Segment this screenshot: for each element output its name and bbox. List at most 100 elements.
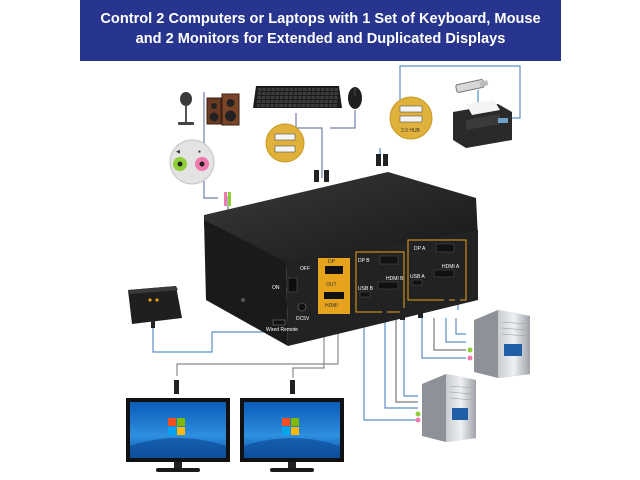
remote-cable — [152, 324, 273, 353]
printer-icon — [453, 100, 512, 148]
keyboard-key — [257, 92, 262, 95]
usb-a-label: USB A — [410, 274, 425, 280]
keyboard-cable — [295, 113, 323, 178]
power-on-label: ON — [272, 285, 280, 291]
monitor-icon — [126, 380, 230, 472]
keyboard-key — [288, 100, 293, 103]
keyboard-key — [315, 100, 320, 103]
keyboard-key — [310, 104, 315, 107]
usb-flash-drive-icon — [455, 79, 489, 93]
dp-b-label: DP B — [358, 258, 370, 264]
pc-tower-icon — [467, 310, 530, 378]
keyboard-key — [302, 96, 306, 99]
monitor1-cable — [176, 330, 339, 376]
keyboard-key — [316, 92, 320, 95]
keyboard-key — [303, 88, 307, 91]
keyboard-key — [312, 88, 316, 91]
keyboard-key — [261, 100, 266, 103]
keyboard-key — [297, 104, 301, 107]
wired-remote-label: Wired Remote — [266, 327, 298, 333]
keyboard-key — [319, 104, 324, 107]
keyboard-key — [315, 104, 319, 107]
hdmi-a-label: HDMI A — [442, 264, 460, 270]
keyboard-key — [279, 104, 283, 107]
pc-b-port-block — [355, 251, 405, 313]
monitor2-cable — [292, 330, 325, 378]
svg-text:◀: ◀ — [176, 149, 180, 155]
keyboard-key — [266, 100, 270, 103]
mouse-icon — [348, 87, 362, 109]
keyboard-key — [256, 104, 261, 107]
power-off-label: OFF — [300, 266, 310, 272]
keyboard-key — [311, 92, 316, 95]
keyboard-key — [275, 96, 279, 99]
keyboard-key — [306, 96, 311, 99]
usb-port-callout-left — [265, 123, 305, 163]
keyboard-key — [280, 92, 284, 95]
wired-remote-port — [272, 319, 286, 326]
keyboard-key — [320, 92, 325, 95]
keyboard-key — [288, 96, 293, 99]
keyboard-key — [266, 96, 270, 99]
kvm-front-panel: ON OFF DC5V Wired Remote DP OUT HDMI DP … — [266, 239, 467, 333]
keyboard-key — [330, 88, 334, 91]
keyboard-key — [261, 104, 265, 107]
keyboard-key — [301, 104, 306, 107]
pc-a-cable-1 — [421, 318, 466, 359]
keyboard-key — [311, 100, 315, 103]
audio-plugs — [224, 192, 231, 206]
keyboard-key — [297, 100, 302, 103]
keyboard-key — [302, 92, 307, 95]
speaker-cable — [203, 92, 218, 199]
keyboard-key — [302, 100, 306, 103]
keyboard-key — [325, 88, 330, 91]
keyboard-key — [297, 96, 302, 99]
keyboard-key — [311, 96, 315, 99]
keyboard-key — [262, 92, 266, 95]
keyboard-key — [324, 100, 329, 103]
keyboard-key — [329, 100, 333, 103]
keyboard-key — [294, 88, 298, 91]
headline-banner: Control 2 Computers or Laptops with 1 Se… — [80, 0, 561, 61]
keyboard-key — [334, 88, 339, 91]
keyboard-key — [257, 100, 261, 103]
keyboard-key — [298, 92, 302, 95]
hdmi-out-label: HDMI — [325, 303, 338, 309]
keyboard-key — [293, 100, 297, 103]
mouse-cable — [330, 110, 356, 129]
dp-out-label: DP — [328, 259, 336, 265]
keyboard-key — [325, 92, 329, 95]
svg-text:●: ● — [198, 149, 201, 155]
out-label: OUT — [326, 282, 337, 288]
usb-plugs — [314, 154, 388, 182]
kvm-switch — [204, 172, 478, 346]
keyboard-key — [267, 88, 271, 91]
keyboard-key — [288, 104, 292, 107]
keyboard-key — [270, 96, 275, 99]
dc-jack — [297, 302, 307, 312]
keyboard-key — [320, 100, 324, 103]
keyboard-key — [333, 96, 338, 99]
keyboard-key — [274, 104, 279, 107]
keyboard-key — [279, 96, 284, 99]
remote-switch-icon — [128, 286, 182, 328]
keyboard-key — [284, 100, 288, 103]
keyboard-key — [292, 104, 297, 107]
keyboard-key — [258, 88, 262, 91]
keyboard-key — [306, 100, 311, 103]
keyboard-key — [262, 88, 267, 91]
keyboard-key — [289, 92, 293, 95]
keyboard-key — [275, 92, 280, 95]
keyboard-key — [324, 104, 328, 107]
dc-label: DC5V — [296, 316, 310, 322]
usb-b-label: USB B — [358, 286, 374, 292]
keyboard-key — [284, 92, 289, 95]
keyboard-key — [261, 96, 266, 99]
monitor-icon — [240, 380, 344, 472]
keyboard-key — [283, 104, 288, 107]
pc-tower-icon — [415, 374, 476, 442]
keyboard-key — [284, 96, 288, 99]
keyboard-key — [306, 104, 310, 107]
cables — [152, 65, 521, 421]
speaker-icon — [206, 93, 240, 126]
